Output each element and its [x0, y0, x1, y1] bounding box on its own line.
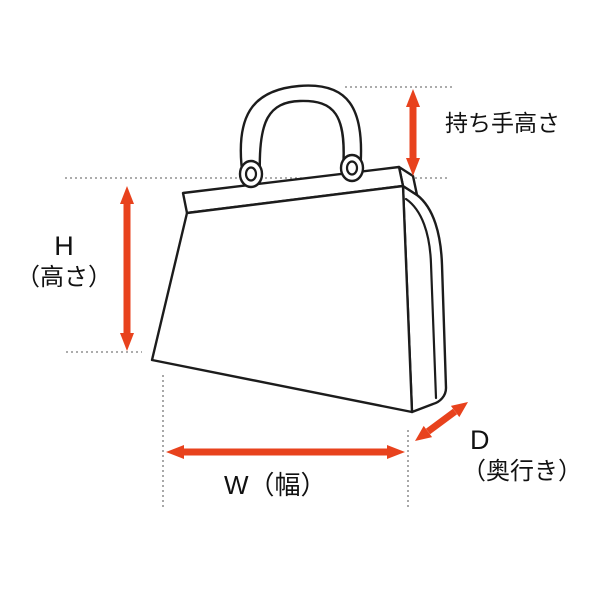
height-caption-label: （高さ）: [16, 264, 112, 292]
handbag-illustration: [150, 84, 448, 414]
handle-height-arrow: [406, 89, 420, 176]
depth-caption-label: （奥行き）: [462, 458, 582, 485]
height-label: H （高さ）: [8, 230, 120, 293]
handle-ring-right: [339, 153, 365, 183]
bag-front-panel: [150, 184, 414, 414]
handle-ring-left: [238, 159, 264, 189]
depth-symbol-label: D: [470, 425, 490, 455]
height-symbol-label: H: [54, 231, 74, 261]
width-label: W（幅）: [224, 470, 327, 500]
dimension-arrows: [120, 89, 468, 459]
handle-ring-left-hole: [244, 166, 258, 182]
depth-arrow: [415, 402, 468, 441]
width-arrow: [166, 445, 405, 459]
handle-ring-right-hole: [345, 160, 359, 176]
gusset-fold-line: [404, 197, 438, 400]
handle-height-label: 持ち手高さ: [445, 110, 560, 136]
height-arrow: [120, 186, 134, 351]
